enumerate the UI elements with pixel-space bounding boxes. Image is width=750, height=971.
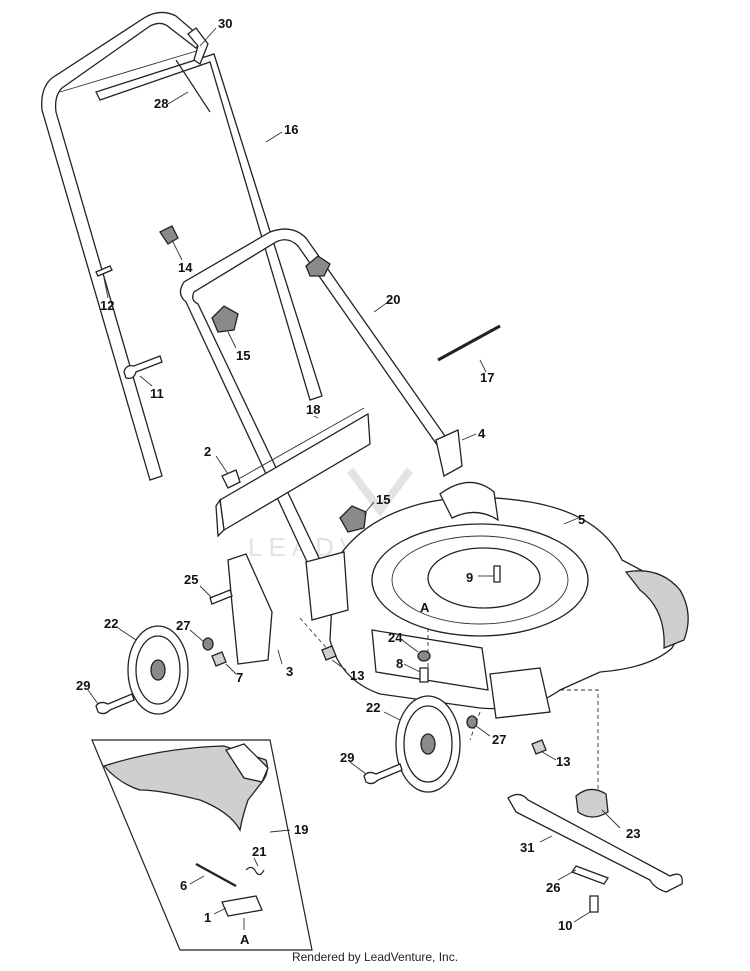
bolt-8	[419, 667, 429, 683]
footer-credit: Rendered by LeadVenture, Inc.	[291, 950, 459, 964]
shoulder-bolt-29b	[363, 763, 403, 785]
knob-14	[159, 225, 179, 245]
callout-5: 5	[578, 512, 585, 527]
knob-15a	[211, 305, 239, 333]
mulch-plug-19	[102, 743, 269, 832]
inset-frame	[91, 739, 313, 951]
nut-7	[211, 651, 227, 667]
callout-labels: 30 28 16 14 12 20 15 17 11 18 4 2 15 5 9…	[76, 16, 640, 947]
callout-15a: 15	[236, 348, 250, 363]
washer-27a	[202, 637, 214, 651]
callout-27b: 27	[492, 732, 506, 747]
mower-blade-31	[507, 793, 683, 893]
callout-22a: 22	[104, 616, 118, 631]
callout-6: 6	[180, 878, 187, 893]
knob-upper-right	[305, 255, 331, 277]
dashed-guide-right	[560, 689, 599, 800]
callout-13a: 13	[350, 668, 364, 683]
carriage-bolt-11	[123, 355, 163, 380]
callout-16: 16	[284, 122, 298, 137]
callout-30: 30	[218, 16, 232, 31]
blade-plate-26	[571, 865, 609, 885]
rod-6	[195, 862, 237, 888]
callout-31: 31	[520, 840, 534, 855]
callout-15b: 15	[376, 492, 390, 507]
callout-26: 26	[546, 880, 560, 895]
callout-11: 11	[150, 386, 164, 401]
callout-28: 28	[154, 96, 168, 111]
callout-24: 24	[388, 630, 403, 645]
shoulder-bolt-29a	[95, 693, 135, 715]
callout-22b: 22	[366, 700, 380, 715]
callout-29b: 29	[340, 750, 354, 765]
callout-19: 19	[294, 822, 308, 837]
callout-17: 17	[480, 370, 494, 385]
callout-8: 8	[396, 656, 403, 671]
callout-9: 9	[466, 570, 473, 585]
callout-4: 4	[478, 426, 486, 441]
callout-7: 7	[236, 670, 243, 685]
bolt-25	[209, 589, 233, 605]
watermark-logo-icon	[346, 467, 414, 517]
callout-14: 14	[178, 260, 193, 275]
spring-21	[245, 866, 265, 876]
deck-wheel-plate-right	[489, 667, 551, 719]
callout-20: 20	[386, 292, 400, 307]
callout-13b: 13	[556, 754, 570, 769]
pin-12	[95, 265, 113, 277]
blade-bolt-10	[589, 895, 599, 913]
leader-lines	[87, 27, 621, 930]
callout-18: 18	[306, 402, 320, 417]
callout-a-deck: A	[420, 600, 430, 615]
nut-13a	[321, 645, 337, 661]
rear-flap-18	[215, 407, 371, 538]
callout-2: 2	[204, 444, 211, 459]
lower-handle	[179, 228, 453, 565]
callout-10: 10	[558, 918, 572, 933]
callout-29a: 29	[76, 678, 90, 693]
hinge-bracket-2	[221, 469, 241, 489]
callout-3: 3	[286, 664, 293, 679]
callout-12: 12	[100, 298, 114, 313]
rod-17	[437, 324, 501, 362]
wheel-left	[127, 625, 189, 715]
upper-handle	[41, 11, 323, 481]
knob-15b	[339, 505, 367, 533]
blade-adapter-23	[575, 788, 609, 818]
callout-23: 23	[626, 826, 640, 841]
washer-24	[417, 650, 431, 662]
callout-21: 21	[252, 844, 266, 859]
control-cable	[175, 59, 211, 113]
height-adjuster-3	[227, 553, 273, 665]
callout-a-inset: A	[240, 932, 250, 947]
plate-1	[221, 895, 263, 917]
dashed-guide-left	[299, 617, 331, 653]
callout-1: 1	[204, 910, 211, 925]
nut-13b	[531, 739, 547, 755]
deck-wheel-plate-left	[305, 551, 349, 621]
bolt-9	[493, 565, 501, 583]
callout-25: 25	[184, 572, 198, 587]
callout-27a: 27	[176, 618, 190, 633]
washer-27b	[466, 715, 478, 729]
wheel-right	[395, 695, 461, 793]
operator-bail	[187, 27, 209, 65]
handle-bracket-4	[435, 429, 463, 477]
